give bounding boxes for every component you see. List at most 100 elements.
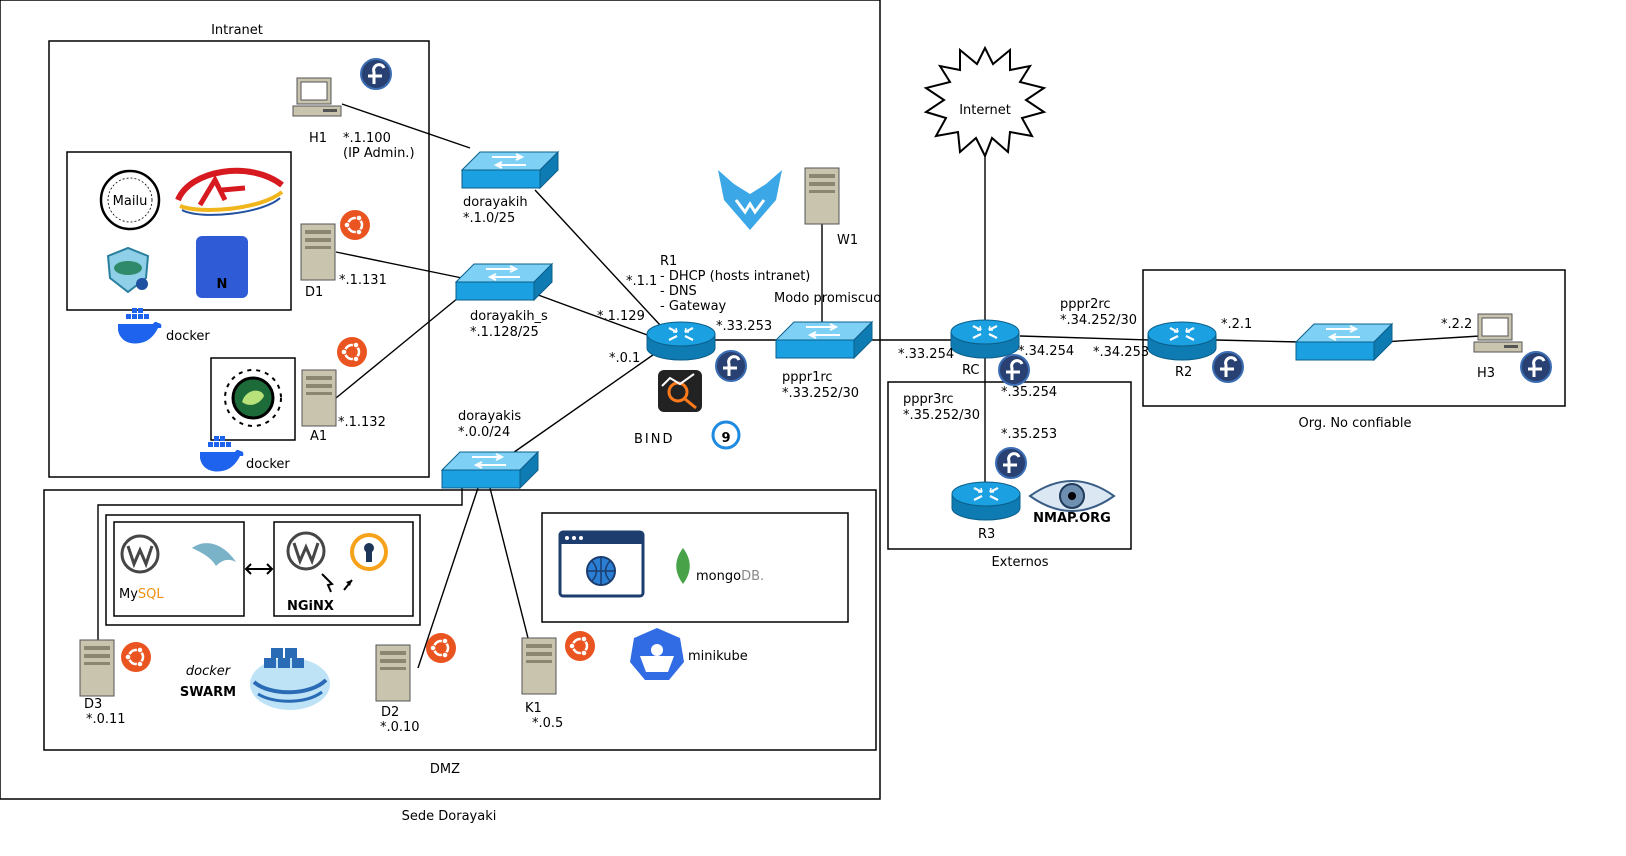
pppr2rc-net: *.34.252/30 xyxy=(1060,313,1137,328)
ubuntu-icon xyxy=(424,631,458,665)
pppr2rc-name: pppr2rc xyxy=(1060,297,1111,312)
h3-name: H3 xyxy=(1477,366,1495,381)
r1-ip-hs: *.1.129 xyxy=(597,309,645,324)
nginx-box xyxy=(273,521,414,617)
r2-name: R2 xyxy=(1175,365,1192,380)
d2-ip: *.0.10 xyxy=(380,720,420,735)
d2-server[interactable] xyxy=(375,644,411,702)
fedora-icon xyxy=(994,446,1028,480)
wordpress-logo xyxy=(120,534,160,574)
web-browser-icon xyxy=(558,530,645,598)
fedora-icon xyxy=(714,349,748,383)
h3-host[interactable] xyxy=(1473,313,1523,353)
d3-name: D3 xyxy=(84,697,102,712)
pppr1rc-name: pppr1rc xyxy=(782,370,833,385)
dorayakih-s-net: *.1.128/25 xyxy=(470,325,539,340)
link-dorayakih-s-r1 xyxy=(529,291,651,337)
switch-pppr1rc[interactable] xyxy=(775,321,873,359)
internet-cloud: Internet xyxy=(923,45,1047,159)
d1-server[interactable] xyxy=(300,223,336,281)
r1-name: R1 xyxy=(660,254,677,269)
shield-logo xyxy=(106,246,150,294)
intranet-zone xyxy=(48,40,430,478)
router-rc[interactable] xyxy=(949,318,1021,360)
docker-logo: docker xyxy=(118,308,210,344)
svg-text:minikube: minikube xyxy=(688,649,748,664)
ubuntu-icon xyxy=(338,208,372,242)
link-dorayakis-d3 xyxy=(97,488,463,640)
a1-logo-box xyxy=(210,357,296,441)
router-r2[interactable] xyxy=(1146,320,1218,362)
h1-host[interactable] xyxy=(292,77,342,117)
switch-dorayakih-s[interactable] xyxy=(455,263,553,301)
switch-dorayakih[interactable] xyxy=(461,151,559,189)
dragon-gear-logo xyxy=(224,369,282,427)
svg-text:mongoDB.: mongoDB. xyxy=(696,569,764,584)
w1-name: W1 xyxy=(837,233,858,248)
r1-service: - DNS xyxy=(660,284,697,299)
link-rc-r2 xyxy=(1019,335,1151,341)
link-dorayakis-r1 xyxy=(509,349,661,456)
router-r1[interactable] xyxy=(645,320,717,362)
k1-server[interactable] xyxy=(521,637,557,695)
org-no-confiable-label: Org. No confiable xyxy=(1298,416,1411,431)
link-switch-h3 xyxy=(1381,335,1481,343)
switch-org[interactable] xyxy=(1295,323,1393,361)
r2-ip-lan: *.2.1 xyxy=(1221,317,1252,332)
k1-name: K1 xyxy=(525,701,542,716)
svg-text:9: 9 xyxy=(721,431,730,446)
k1-ip: *.0.5 xyxy=(532,716,563,731)
r1-service: - Gateway xyxy=(660,299,727,314)
dorayakih-name: dorayakih xyxy=(463,195,528,210)
a1-server[interactable] xyxy=(301,369,337,427)
wazuh-wolf-logo xyxy=(718,170,782,230)
svg-text:docker: docker xyxy=(186,664,232,679)
svg-text:SWARM: SWARM xyxy=(180,685,236,700)
dmz-zone xyxy=(43,489,877,751)
r3-name: R3 xyxy=(978,527,995,542)
docker-logo: docker xyxy=(200,436,290,472)
nmap-logo: NMAP.ORG xyxy=(1028,480,1116,526)
d3-server[interactable] xyxy=(79,639,115,697)
link-dorayakis-k1 xyxy=(489,487,529,639)
minikube-logo: minikube xyxy=(630,628,748,680)
mysql-logo: MySQL xyxy=(119,543,236,602)
pppr1rc-net: *.33.252/30 xyxy=(782,386,859,401)
w1-server[interactable] xyxy=(804,167,840,225)
link-d1-dorayakih-s xyxy=(335,251,463,279)
link-a1-dorayakih-s xyxy=(335,297,459,399)
link-h1-dorayakih xyxy=(341,103,471,149)
d1-name: D1 xyxy=(305,285,323,300)
pppr1rc-note: Modo promiscuo xyxy=(774,291,881,306)
keyhole-logo xyxy=(350,533,388,571)
svg-text:Mailu: Mailu xyxy=(113,194,148,209)
dorayakis-net: *.0.0/24 xyxy=(458,425,510,440)
rc-ip-ppp3: *.35.254 xyxy=(1001,385,1057,400)
d2-name: D2 xyxy=(381,705,399,720)
r3-ip-ppp3: *.35.253 xyxy=(1001,427,1057,442)
ubuntu-icon xyxy=(119,640,153,674)
n-logo: N xyxy=(196,236,248,298)
switch-dorayakis[interactable] xyxy=(441,451,539,489)
fedora-icon xyxy=(1519,350,1553,384)
h1-note: (IP Admin.) xyxy=(343,146,415,161)
intranet-label: Intranet xyxy=(211,23,263,38)
internet-label: Internet xyxy=(959,103,1011,118)
fedora-icon xyxy=(997,353,1031,387)
r1-service: - DHCP (hosts intranet) xyxy=(660,269,810,284)
wordpress-group-box xyxy=(105,514,421,626)
org-no-confiable-zone xyxy=(1142,269,1566,407)
rc-name: RC xyxy=(962,363,979,378)
ubuntu-icon xyxy=(335,335,369,369)
cursor-arrow-icon xyxy=(321,573,353,593)
dmz-label: DMZ xyxy=(430,762,460,777)
svg-text:NMAP.ORG: NMAP.ORG xyxy=(1033,511,1111,526)
pppr3rc-name: pppr3rc xyxy=(903,392,954,407)
mail-services-box xyxy=(66,151,292,311)
svg-text:docker: docker xyxy=(166,329,210,344)
h3-ip: *.2.2 xyxy=(1441,317,1472,332)
router-r3[interactable] xyxy=(950,480,1022,522)
r1-ip-h: *.1.1 xyxy=(626,274,657,289)
svg-text:BIND: BIND xyxy=(634,432,675,447)
dorayakih-net: *.1.0/25 xyxy=(463,211,515,226)
